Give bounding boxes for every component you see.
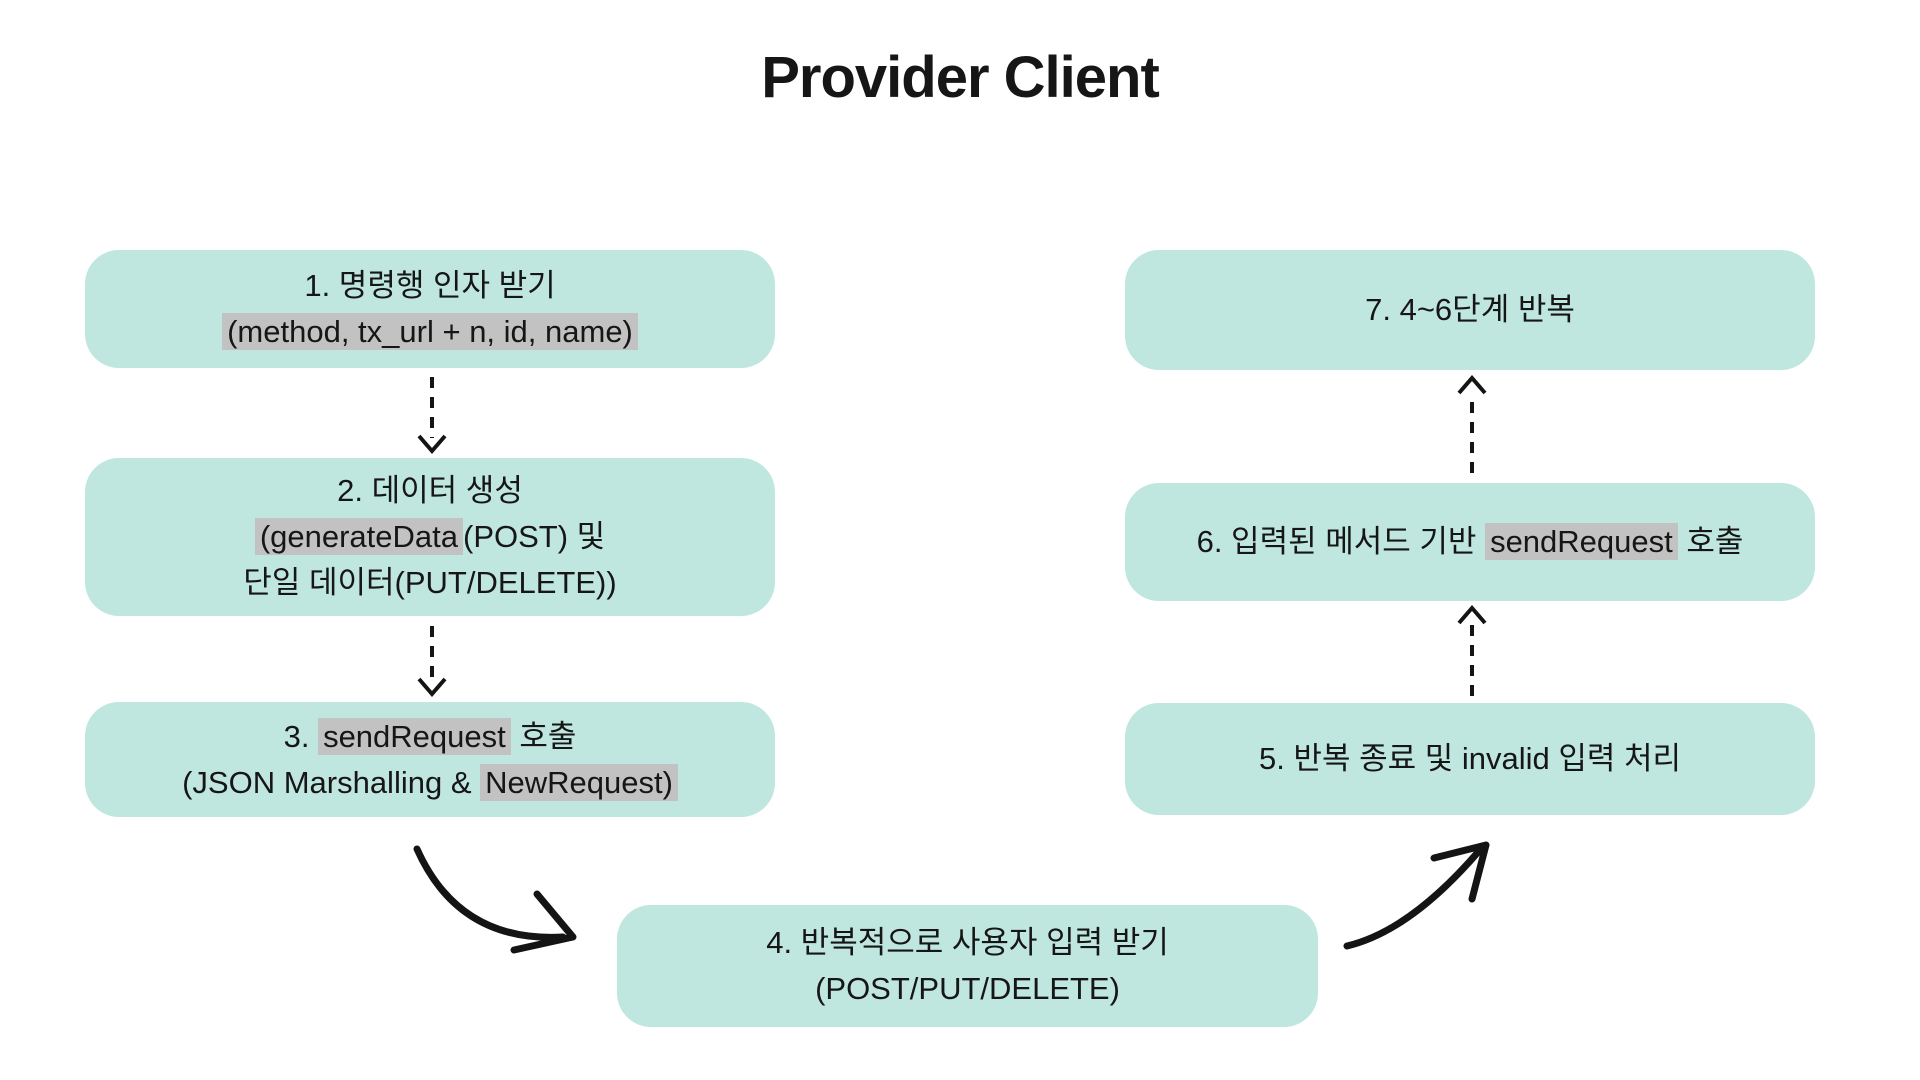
step-1-box: 1. 명령행 인자 받기 (method, tx_url + n, id, na…	[85, 250, 775, 368]
step-2-line-3: 단일 데이터(PUT/DELETE))	[243, 565, 617, 600]
step-3-line-1: 3. sendRequest 호출	[283, 717, 577, 755]
inline-code-highlight: sendRequest	[1485, 523, 1678, 560]
dashed-arrow-step6-to-step7	[1457, 374, 1487, 473]
step-3-box: 3. sendRequest 호출 (JSON Marshalling & Ne…	[85, 702, 775, 817]
step-3-line-2: (JSON Marshalling & NewRequest)	[182, 760, 678, 806]
dashed-arrow-step2-to-step3	[417, 626, 447, 698]
step-6-line-1: 6. 입력된 메서드 기반 sendRequest 호출	[1196, 523, 1744, 560]
step-2-line-1: 2. 데이터 생성	[337, 473, 523, 508]
step-7-line-1: 7. 4~6단계 반복	[1365, 292, 1575, 327]
step-1-line-2: (method, tx_url + n, id, name)	[222, 309, 638, 355]
dashed-arrow-step5-to-step6	[1457, 604, 1487, 696]
step-7-box: 7. 4~6단계 반복	[1125, 250, 1815, 370]
curved-arrow-step4-to-step5	[1343, 841, 1490, 950]
inline-code-highlight: (generateData	[254, 518, 463, 555]
inline-code-highlight: sendRequest	[318, 717, 511, 755]
step-6-box: 6. 입력된 메서드 기반 sendRequest 호출	[1125, 483, 1815, 601]
step-4-line-1: 4. 반복적으로 사용자 입력 받기	[766, 925, 1169, 960]
inline-code-highlight: (method, tx_url + n, id, name)	[222, 313, 638, 350]
dashed-arrow-step1-to-step2	[417, 377, 447, 455]
curved-arrow-step3-to-step4	[413, 845, 577, 954]
step-2-box: 2. 데이터 생성 (generateData(POST) 및 단일 데이터(P…	[85, 458, 775, 616]
step-1-line-1: 1. 명령행 인자 받기	[304, 268, 556, 303]
page-title: Provider Client	[761, 45, 1160, 110]
step-2-line-2: (generateData(POST) 및	[254, 514, 605, 560]
step-4-box: 4. 반복적으로 사용자 입력 받기 (POST/PUT/DELETE)	[617, 905, 1318, 1027]
inline-code-highlight: NewRequest)	[480, 763, 678, 801]
step-4-line-2: (POST/PUT/DELETE)	[815, 971, 1120, 1006]
step-5-box: 5. 반복 종료 및 invalid 입력 처리	[1125, 703, 1815, 815]
step-5-line-1: 5. 반복 종료 및 invalid 입력 처리	[1258, 741, 1682, 776]
